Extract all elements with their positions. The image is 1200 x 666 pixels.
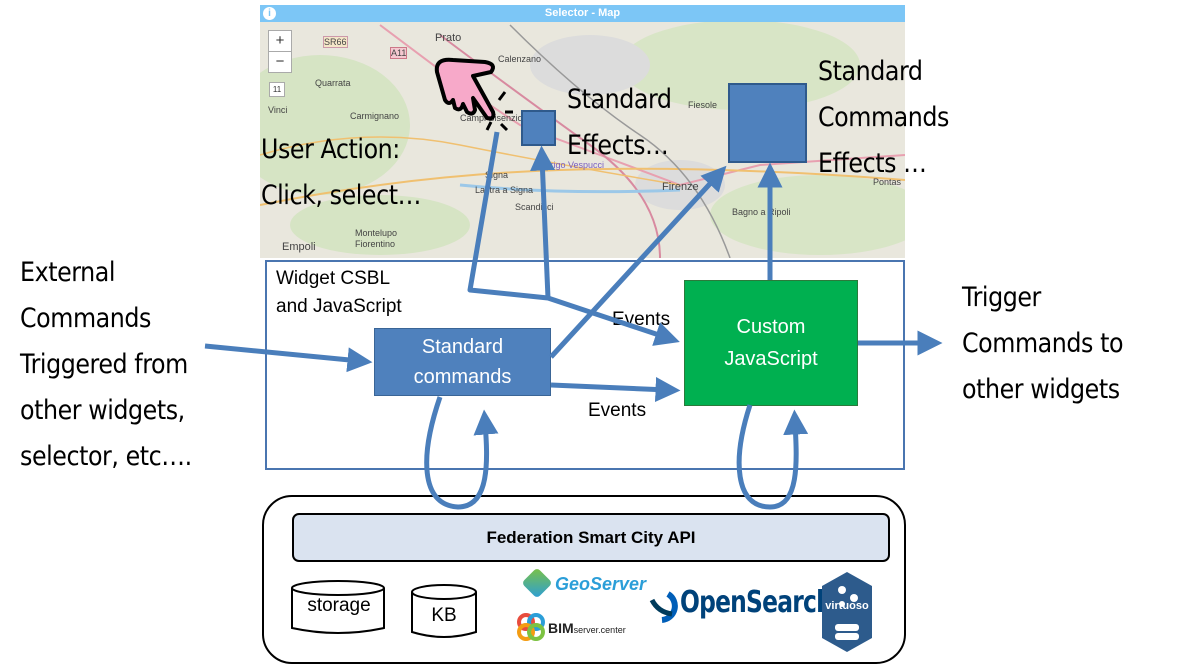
geoserver-logo: GeoServer (555, 574, 647, 594)
place-label: Signa (485, 170, 509, 180)
standard-effects-label: Standard Effects… (567, 77, 672, 169)
pointing-hand-icon (434, 57, 513, 132)
standard-commands-effects-label: Standard Commands Effects … (818, 49, 949, 187)
place-label: Fiesole (688, 100, 718, 110)
label-line: Standard (818, 56, 923, 87)
label-line: Commands (818, 102, 949, 133)
standard-commands-effect-marker (728, 83, 807, 163)
label-line: other widgets (962, 374, 1120, 405)
label-line: Effects… (567, 130, 669, 161)
label-line: Effects … (818, 148, 927, 179)
bimserver-logo: BIMserver.center (548, 620, 626, 636)
info-icon[interactable]: i (263, 7, 276, 20)
zoom-in-button[interactable]: + (268, 30, 292, 52)
label-line: Trigger (962, 282, 1041, 313)
label-line: Click, select… (261, 180, 421, 211)
virtuoso-logo-icon (822, 572, 872, 652)
place-label: Carmignano (350, 111, 400, 121)
label-line: JavaScript (724, 348, 818, 370)
place-label: Quarrata (315, 78, 351, 88)
widget-title: Widget CSBL and JavaScript (276, 265, 402, 321)
label-line: External (20, 257, 116, 288)
map-title-bar: Selector - Map (260, 5, 905, 22)
place-label: Prato (435, 32, 462, 44)
standard-commands-box: Standard commands (374, 328, 551, 396)
place-label: Calenzano (498, 54, 542, 64)
database-cylinders (291, 580, 477, 638)
label-line: Commands (20, 303, 151, 334)
place-label: Lastra a Signa (475, 185, 534, 195)
external-commands-label: External Commands Triggered from other w… (20, 250, 192, 480)
zoom-out-button[interactable]: − (268, 51, 292, 73)
label-line: Standard (567, 84, 672, 115)
label-line: Triggered from (20, 349, 188, 380)
storage-label: storage (307, 595, 371, 616)
federation-api-bar: Federation Smart City API (292, 513, 890, 562)
opensearch-logo: OpenSearch (680, 585, 833, 620)
label-line: other widgets, (20, 395, 185, 426)
bimserver-logo-icon (517, 613, 545, 641)
standard-effect-marker (521, 110, 556, 146)
bim-text: BIM (548, 620, 574, 636)
opensearch-logo-icon (649, 591, 678, 623)
label-line: Widget CSBL (276, 268, 391, 289)
kb-label: KB (431, 605, 457, 626)
place-label: Firenze (662, 181, 699, 193)
place-label: Scandicci (515, 202, 554, 212)
label-line: Commands to (962, 328, 1124, 359)
road-label: A11 (390, 47, 408, 59)
road-label: SR66 (323, 36, 348, 48)
virtuoso-logo: virtuoso (825, 600, 869, 612)
place-label: Montelupo (355, 228, 398, 238)
events-label: Events (612, 309, 671, 330)
user-action-label: User Action: Click, select… (261, 127, 421, 219)
label-line: Custom (736, 316, 806, 338)
place-label: Fiorentino (355, 239, 396, 249)
place-label: Empoli (282, 241, 316, 253)
place-label: Bagno a Ripoli (732, 207, 791, 217)
storage-cylinder-icon (291, 588, 385, 634)
label-line: commands (413, 366, 512, 388)
label-line: User Action: (261, 134, 400, 165)
events-label: Events (588, 400, 647, 421)
trigger-commands-label: Trigger Commands to other widgets (962, 275, 1124, 413)
place-label: Vinci (268, 105, 288, 115)
kb-cylinder-icon (411, 592, 477, 638)
label-line: Standard (421, 336, 504, 358)
place-label: Pontas (873, 177, 902, 187)
zoom-level: 11 (269, 82, 285, 97)
bim-subtext: server.center (573, 625, 626, 635)
label-line: selector, etc…. (20, 441, 192, 472)
platform-container (262, 495, 906, 664)
label-line: and JavaScript (276, 296, 402, 317)
